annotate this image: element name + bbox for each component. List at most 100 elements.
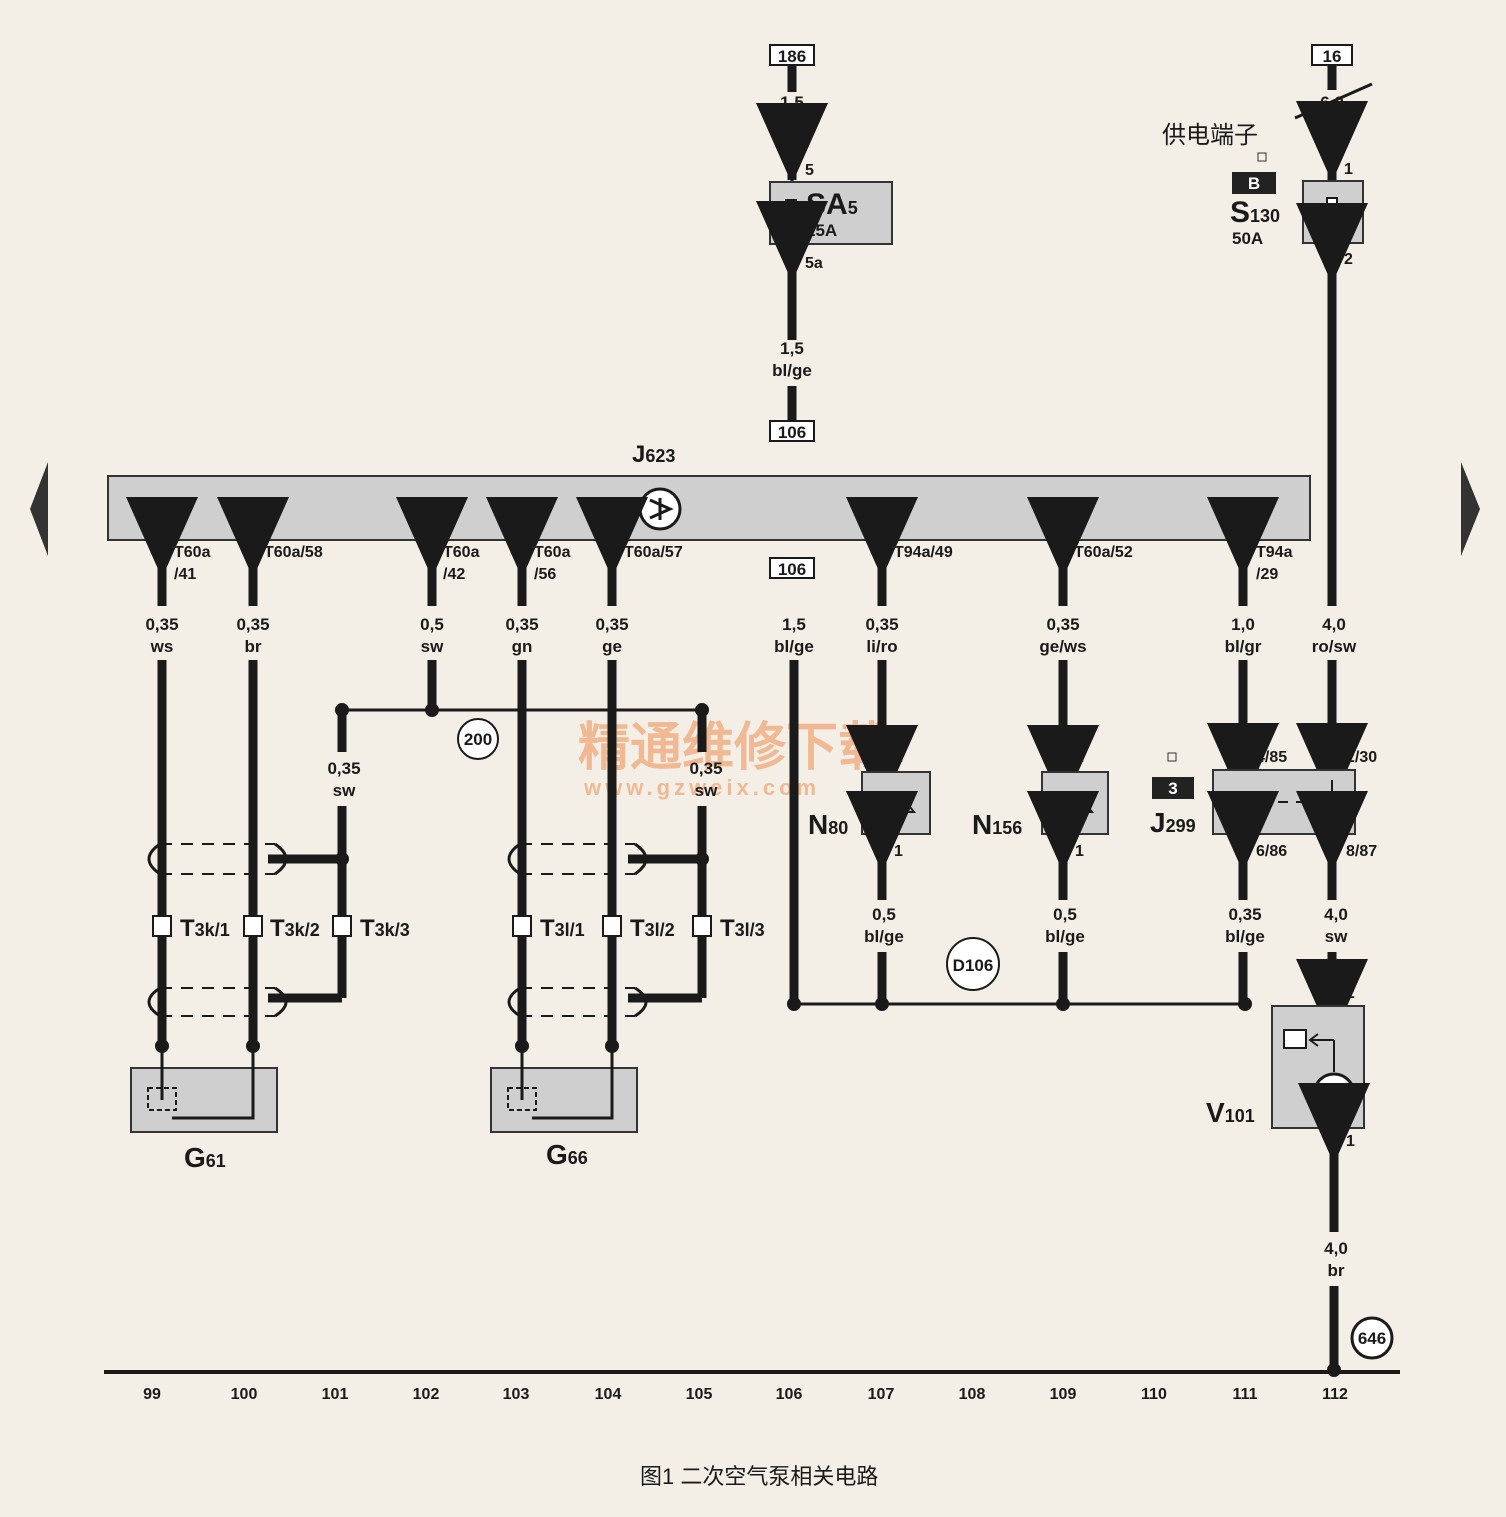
ecu-pin-104-l1: T60a/57 <box>624 544 683 561</box>
j299-name: J299 <box>1150 807 1196 838</box>
pin-j299-d: 8/87 <box>1346 843 1377 860</box>
valve-n80[interactable] <box>861 771 931 835</box>
j299-tag-box <box>1152 777 1194 799</box>
wire-103-size: 0,35 <box>505 615 538 634</box>
transistor-icon <box>649 498 674 520</box>
sa5-rating: 15A <box>806 221 837 240</box>
watermark-title: 精通维修下载 <box>578 719 890 777</box>
wire-106-color-mid: bl/ge <box>774 637 814 656</box>
pin-j299-a: 4/85 <box>1256 749 1287 766</box>
pin-n156-top: 2 <box>1075 749 1084 766</box>
g66-label: G <box>546 1139 568 1170</box>
wire-105-size: 0,35 <box>689 759 722 778</box>
wire-n80-color: bl/ge <box>864 927 904 946</box>
node-d106-b <box>875 997 889 1011</box>
connector-icon <box>602 915 622 937</box>
t3k2-sub: 3k/2 <box>285 920 320 940</box>
ecu-pin-labels: T60a /41 T60a/58 T60a /42 T60a /56 T60a/… <box>174 544 1293 583</box>
shield-g66 <box>507 842 709 1018</box>
wire-111-color: bl/gr <box>1225 637 1262 656</box>
wire-99-size: 0,35 <box>145 615 178 634</box>
junction-d106-label: D106 <box>953 956 994 975</box>
g66-name: G66 <box>546 1139 588 1170</box>
t3l2-label: T <box>630 915 645 942</box>
wire-100-color: br <box>245 637 262 656</box>
wire-109-size: 0,35 <box>1046 615 1079 634</box>
connector-icon <box>243 915 263 937</box>
wire-186-color: gn <box>782 115 803 134</box>
j299-tag: 3 <box>1168 779 1177 798</box>
wire-j299-color: bl/ge <box>1225 927 1265 946</box>
col-8: 107 <box>868 1386 895 1403</box>
next-page-arrow-icon[interactable] <box>1461 462 1480 556</box>
wire-112-color: ro/sw <box>1312 637 1357 656</box>
wire-102-color: sw <box>421 637 444 656</box>
t3k2-label: T <box>270 915 285 942</box>
knock-sensor-icon <box>507 1087 537 1111</box>
n156-label: N <box>972 809 992 840</box>
n156-name: N156 <box>972 809 1022 840</box>
ecu-pin-103-l1: T60a <box>534 544 571 561</box>
wire-104-color: ge <box>602 637 622 656</box>
small-square-icon <box>1257 152 1267 162</box>
pump-v101[interactable] <box>1271 1005 1365 1129</box>
power-terminal-label: 供电端子 <box>1162 122 1258 149</box>
t3k1-sub: 3k/1 <box>195 920 230 940</box>
pin-j299-b: 2/30 <box>1346 749 1377 766</box>
s130-tag-box <box>1232 172 1276 194</box>
s130-sub: 130 <box>1250 206 1280 226</box>
wire-103-color: gn <box>512 637 533 656</box>
pin-sa5-in: 5 <box>805 162 814 179</box>
connector-t3k1: T3k/1 <box>180 915 230 942</box>
t3l1-label: T <box>540 915 555 942</box>
col-12: 111 <box>1233 1386 1258 1403</box>
s130-tag: B <box>1248 174 1260 193</box>
connectors-t3k: T3k/1 T3k/2 T3k/3 <box>152 915 410 942</box>
wire-101-color: sw <box>333 781 356 800</box>
wire-106-size-mid: 1,5 <box>782 615 806 634</box>
sensor-g66[interactable] <box>490 1067 638 1133</box>
knock-sensor-icon <box>147 1087 177 1111</box>
pin-sa5-out: 5a <box>805 255 823 272</box>
shield-g61 <box>147 842 349 1018</box>
ref-box-106-mid <box>769 557 815 579</box>
wire-111-size: 1,0 <box>1231 615 1255 634</box>
s130-name: S130 <box>1230 196 1280 229</box>
wire-16-color: ro <box>1324 115 1341 134</box>
col-9: 108 <box>959 1386 986 1403</box>
pin-j299-c: 6/86 <box>1256 843 1287 860</box>
junction-646 <box>1350 1316 1394 1360</box>
t3l2-sub: 3l/2 <box>645 920 675 940</box>
sensor-g61[interactable] <box>130 1067 278 1133</box>
wire-v101-in-color: sw <box>1325 927 1348 946</box>
t3l3-sub: 3l/3 <box>735 920 765 940</box>
wire-107-color: li/ro <box>866 637 897 656</box>
t3k1-label: T <box>180 915 195 942</box>
wire-v101-out-color: br <box>1328 1261 1345 1280</box>
wire-100-size: 0,35 <box>236 615 269 634</box>
ecu-pin-102-l1: T60a <box>443 544 480 561</box>
col-1: 100 <box>231 1386 258 1403</box>
prev-page-arrow-icon[interactable] <box>30 462 48 556</box>
pin-s130-in: 1 <box>1344 161 1353 178</box>
wire-n156-color: bl/ge <box>1045 927 1085 946</box>
j299-label: J <box>1150 807 1166 838</box>
wire-99-color: ws <box>150 637 174 656</box>
wire-107-size: 0,35 <box>865 615 898 634</box>
ref-186: 186 <box>778 47 806 66</box>
ecu-j623[interactable] <box>107 475 1311 541</box>
ecu-pin-111-l2: /29 <box>1256 566 1278 583</box>
node-d106-a <box>787 997 801 1011</box>
wire-106-color: bl/ge <box>772 361 812 380</box>
col-5: 104 <box>595 1386 622 1403</box>
sa5-sub: 5 <box>848 198 858 218</box>
pin-v101-bot: 1 <box>1346 1133 1355 1150</box>
column-numbers: 99 100 101 102 103 104 105 106 107 108 1… <box>143 1386 1348 1403</box>
ref-106-top: 106 <box>778 423 806 442</box>
node-d106-c <box>1056 997 1070 1011</box>
connector-icon <box>692 915 712 937</box>
wire-104-size: 0,35 <box>595 615 628 634</box>
col-7: 106 <box>776 1386 803 1403</box>
g61-name: G61 <box>184 1142 226 1173</box>
ecu-pin-102-l2: /42 <box>443 566 465 583</box>
